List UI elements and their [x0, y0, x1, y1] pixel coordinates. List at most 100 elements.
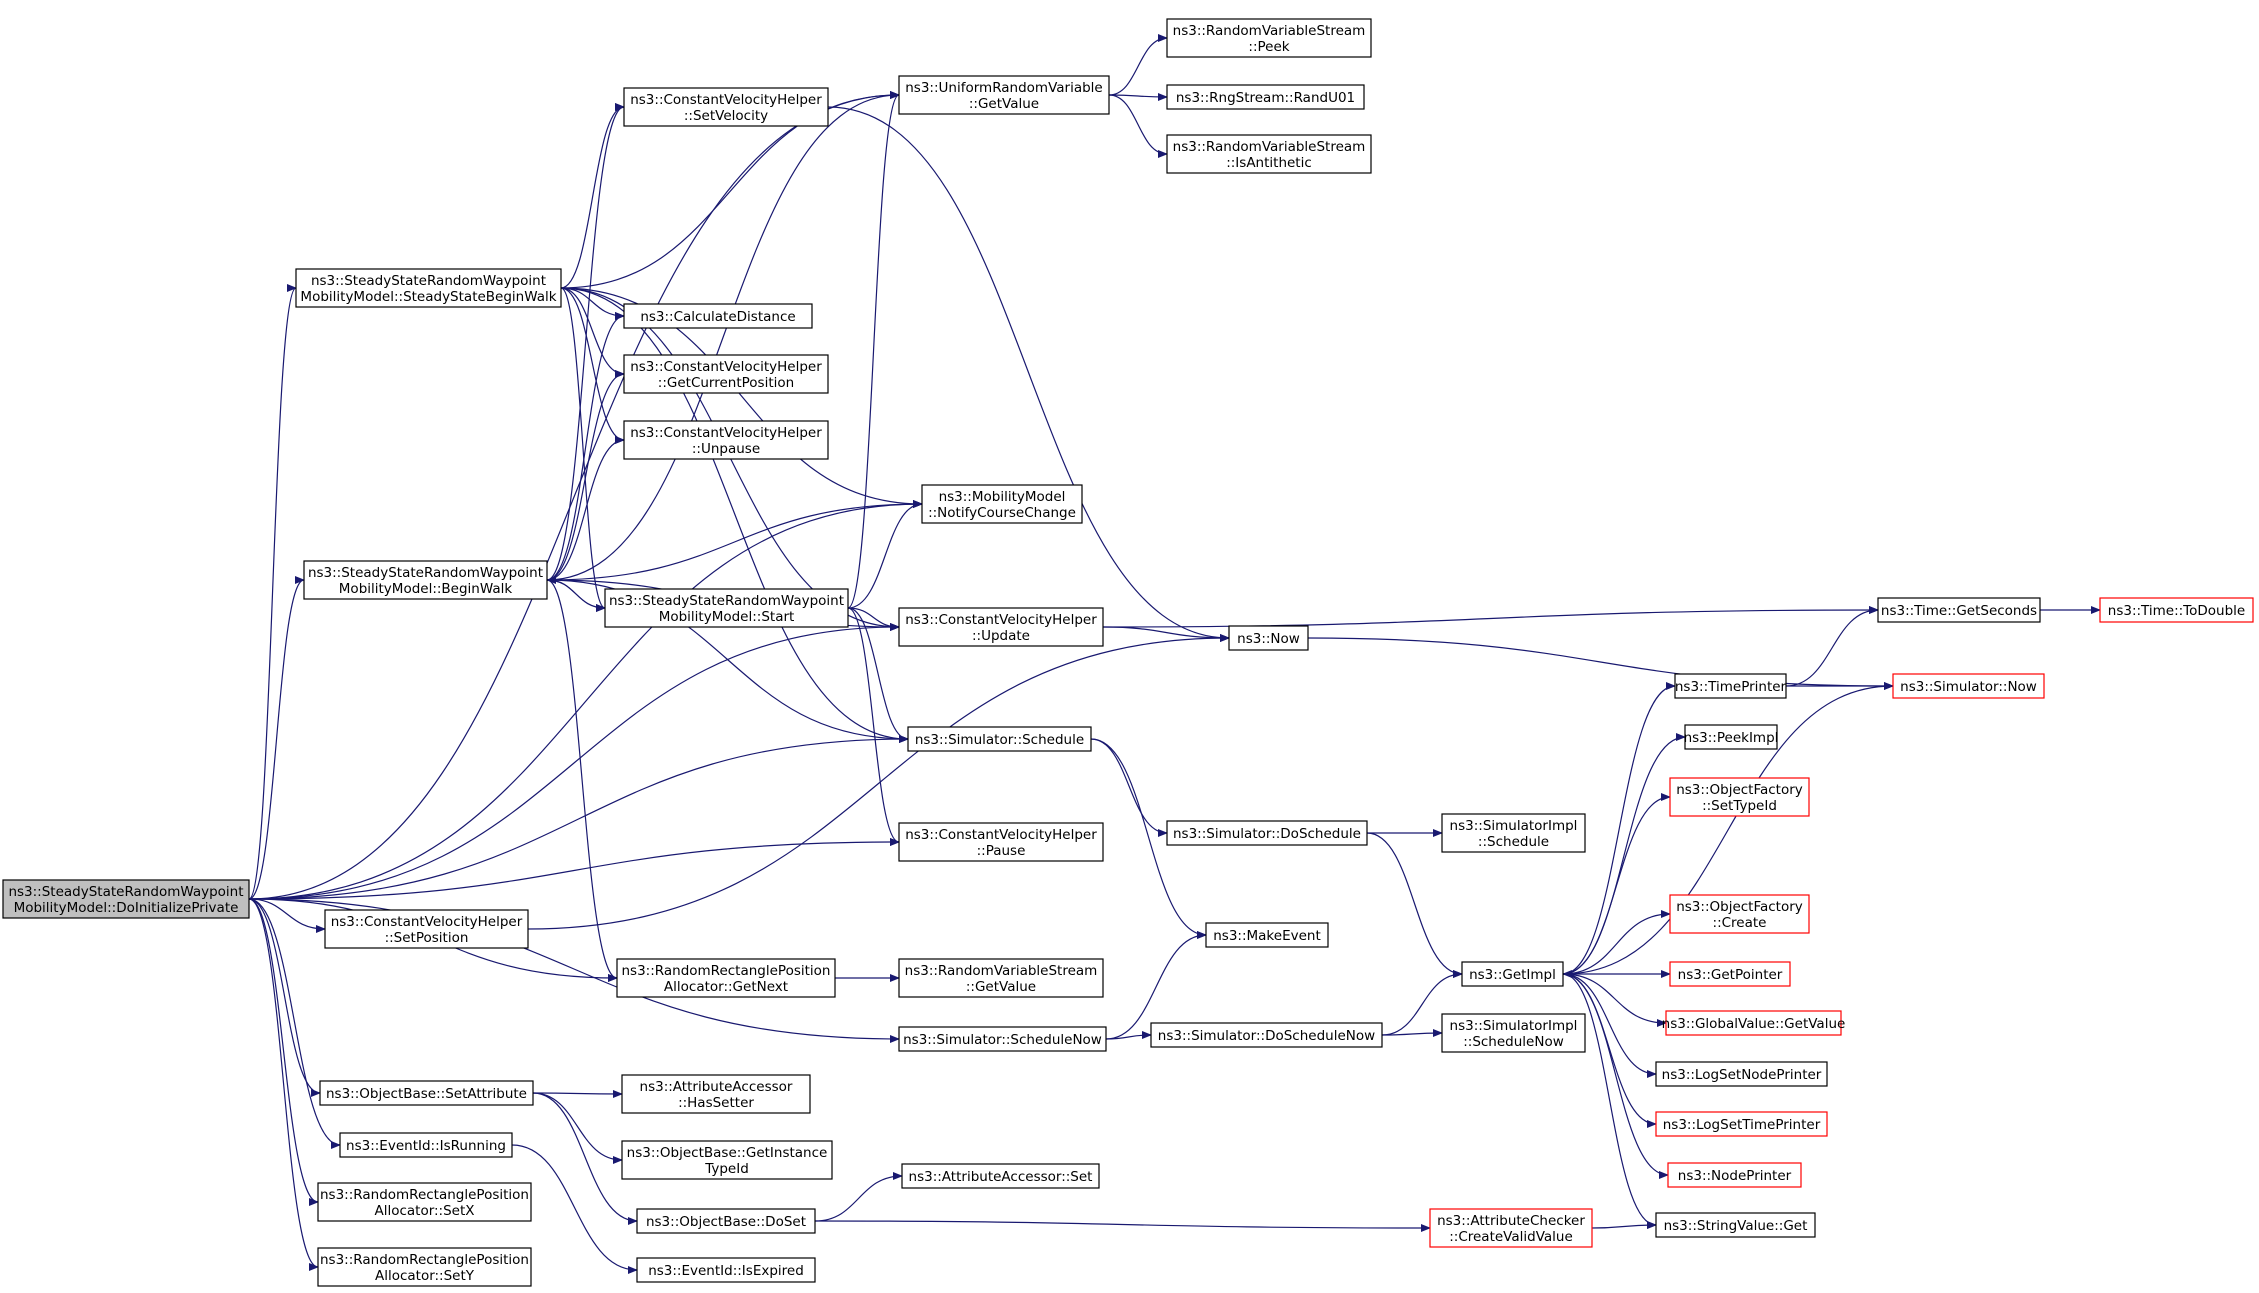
node-simdosched[interactable]: ns3::Simulator::DoSchedule	[1166, 820, 1368, 846]
node-root[interactable]: ns3::SteadyStateRandomWaypointMobilityMo…	[2, 879, 250, 919]
node-label: ns3::ConstantVelocityHelper	[630, 92, 822, 108]
node-cvpause[interactable]: ns3::ConstantVelocityHelper::Pause	[898, 822, 1104, 862]
node-urvget[interactable]: ns3::UniformRandomVariable::GetValue	[898, 75, 1110, 115]
node-label: MobilityModel::BeginWalk	[339, 581, 513, 597]
node-label: ::Peek	[1248, 39, 1289, 55]
node-label: Allocator::SetY	[375, 1268, 475, 1284]
node-cvupdate[interactable]: ns3::ConstantVelocityHelper::Update	[898, 607, 1104, 647]
node-box	[1669, 894, 1810, 934]
node-box	[1665, 1010, 1842, 1036]
node-rvsget[interactable]: ns3::RandomVariableStream::GetValue	[898, 958, 1104, 998]
node-timeprinter[interactable]: ns3::TimePrinter	[1674, 673, 1787, 699]
node-label: ns3::Time::ToDouble	[2108, 603, 2245, 619]
node-accset[interactable]: ns3::AttributeAccessor::Set	[901, 1163, 1100, 1189]
node-sety[interactable]: ns3::RandomRectanglePositionAllocator::S…	[317, 1247, 532, 1287]
node-label: ns3::Time::GetSeconds	[1881, 603, 2037, 619]
node-peek[interactable]: ns3::RandomVariableStream::Peek	[1166, 18, 1372, 58]
node-box	[921, 484, 1083, 524]
node-box	[1441, 1013, 1586, 1053]
node-isanti[interactable]: ns3::RandomVariableStream::IsAntithetic	[1166, 134, 1372, 174]
node-objsetattr[interactable]: ns3::ObjectBase::SetAttribute	[319, 1080, 534, 1106]
node-box	[1461, 961, 1564, 987]
node-label: ns3::MakeEvent	[1213, 928, 1321, 944]
edge-sswalk-to-notify	[560, 287, 923, 508]
edge-root-to-cvupdate	[248, 623, 900, 900]
node-label: ns3::GetImpl	[1469, 967, 1556, 983]
node-ofcreate[interactable]: ns3::ObjectFactory::Create	[1669, 894, 1810, 934]
node-calcdist[interactable]: ns3::CalculateDistance	[623, 303, 813, 329]
node-simdoschednow[interactable]: ns3::Simulator::DoScheduleNow	[1150, 1022, 1383, 1048]
node-box	[616, 958, 836, 998]
node-getpointer[interactable]: ns3::GetPointer	[1669, 961, 1791, 987]
edge-timeprinter-to-timegetsec	[1785, 606, 1879, 687]
node-start[interactable]: ns3::SteadyStateRandomWaypointMobilityMo…	[604, 588, 849, 628]
node-gvget[interactable]: ns3::GlobalValue::GetValue	[1662, 1010, 1846, 1036]
node-hassetter[interactable]: ns3::AttributeAccessor::HasSetter	[621, 1074, 811, 1114]
node-simnow[interactable]: ns3::Simulator::Now	[1892, 673, 2045, 699]
edge-getimpl-to-ofcreate	[1562, 910, 1671, 975]
node-simschednow[interactable]: ns3::Simulator::ScheduleNow	[898, 1026, 1107, 1052]
node-label: ns3::ObjectFactory	[1676, 782, 1803, 798]
node-box	[898, 1026, 1107, 1052]
edge-urvget-to-isanti	[1108, 94, 1168, 158]
node-box	[636, 1257, 816, 1283]
node-isexpired[interactable]: ns3::EventId::IsExpired	[636, 1257, 816, 1283]
node-simschedule[interactable]: ns3::Simulator::Schedule	[907, 726, 1092, 752]
node-nodeprinter[interactable]: ns3::NodePrinter	[1667, 1162, 1802, 1188]
node-sswalk[interactable]: ns3::SteadyStateRandomWaypointMobilityMo…	[295, 268, 562, 308]
node-unpause[interactable]: ns3::ConstantVelocityHelper::Unpause	[623, 420, 829, 460]
node-getnext[interactable]: ns3::RandomRectanglePositionAllocator::G…	[616, 958, 836, 998]
node-makeevent[interactable]: ns3::MakeEvent	[1205, 922, 1329, 948]
edge-beginwalk-to-urvget	[546, 91, 900, 581]
node-label: ::Create	[1713, 915, 1767, 931]
node-setpos[interactable]: ns3::ConstantVelocityHelper::SetPosition	[324, 909, 529, 949]
node-label: ns3::EventId::IsRunning	[346, 1138, 506, 1154]
node-setvel[interactable]: ns3::ConstantVelocityHelper::SetVelocity	[623, 87, 829, 127]
node-label: ns3::EventId::IsExpired	[648, 1263, 804, 1279]
edge-beginwalk-to-calcdist	[546, 312, 625, 581]
node-box	[1441, 813, 1586, 853]
edge-start-to-urvget	[847, 91, 900, 609]
edge-doset-to-checkvalid	[814, 1220, 1431, 1232]
node-box	[317, 1247, 532, 1287]
node-box	[1166, 820, 1368, 846]
node-randu01[interactable]: ns3::RngStream::RandU01	[1166, 84, 1365, 110]
edge-root-to-simschedule	[248, 735, 909, 900]
node-notify[interactable]: ns3::MobilityModel::NotifyCourseChange	[921, 484, 1083, 524]
node-label: ns3::Simulator::DoScheduleNow	[1158, 1028, 1375, 1044]
edge-root-to-isrunning	[248, 898, 341, 1149]
edge-beginwalk-to-setvel	[546, 103, 625, 581]
node-doset[interactable]: ns3::ObjectBase::DoSet	[636, 1208, 816, 1234]
edge-start-to-simschedule	[847, 607, 909, 743]
node-setx[interactable]: ns3::RandomRectanglePositionAllocator::S…	[317, 1182, 532, 1222]
node-box	[621, 1074, 811, 1114]
edge-objsetattr-to-doset	[532, 1092, 638, 1225]
node-logtime[interactable]: ns3::LogSetTimePrinter	[1655, 1111, 1828, 1137]
node-now[interactable]: ns3::Now	[1228, 625, 1309, 651]
edge-simschednow-to-simdoschednow	[1105, 1031, 1152, 1040]
node-box	[319, 1080, 534, 1106]
node-isrunning[interactable]: ns3::EventId::IsRunning	[339, 1132, 513, 1158]
node-strget[interactable]: ns3::StringValue::Get	[1655, 1212, 1816, 1238]
node-beginwalk[interactable]: ns3::SteadyStateRandomWaypointMobilityMo…	[303, 560, 548, 600]
node-box	[1166, 18, 1372, 58]
node-simimplsched[interactable]: ns3::SimulatorImpl::Schedule	[1441, 813, 1586, 853]
node-getcurpos[interactable]: ns3::ConstantVelocityHelper::GetCurrentP…	[623, 354, 829, 394]
node-ofsettype[interactable]: ns3::ObjectFactory::SetTypeId	[1669, 777, 1810, 817]
node-box	[1877, 597, 2041, 623]
node-box	[1228, 625, 1309, 651]
node-timegetsec[interactable]: ns3::Time::GetSeconds	[1877, 597, 2041, 623]
node-checkvalid[interactable]: ns3::AttributeChecker::CreateValidValue	[1429, 1208, 1593, 1248]
node-simimplschednow[interactable]: ns3::SimulatorImpl::ScheduleNow	[1441, 1013, 1586, 1053]
node-peekimpl[interactable]: ns3::PeekImpl	[1684, 724, 1779, 750]
node-todouble[interactable]: ns3::Time::ToDouble	[2099, 597, 2254, 623]
node-lognode[interactable]: ns3::LogSetNodePrinter	[1655, 1061, 1828, 1087]
node-box	[623, 87, 829, 127]
node-box	[623, 303, 813, 329]
node-box	[1166, 134, 1372, 174]
edge-isrunning-to-isexpired	[511, 1144, 638, 1274]
node-getimpl[interactable]: ns3::GetImpl	[1461, 961, 1564, 987]
edge-getimpl-to-ofsettype	[1562, 793, 1671, 975]
node-box	[1150, 1022, 1383, 1048]
